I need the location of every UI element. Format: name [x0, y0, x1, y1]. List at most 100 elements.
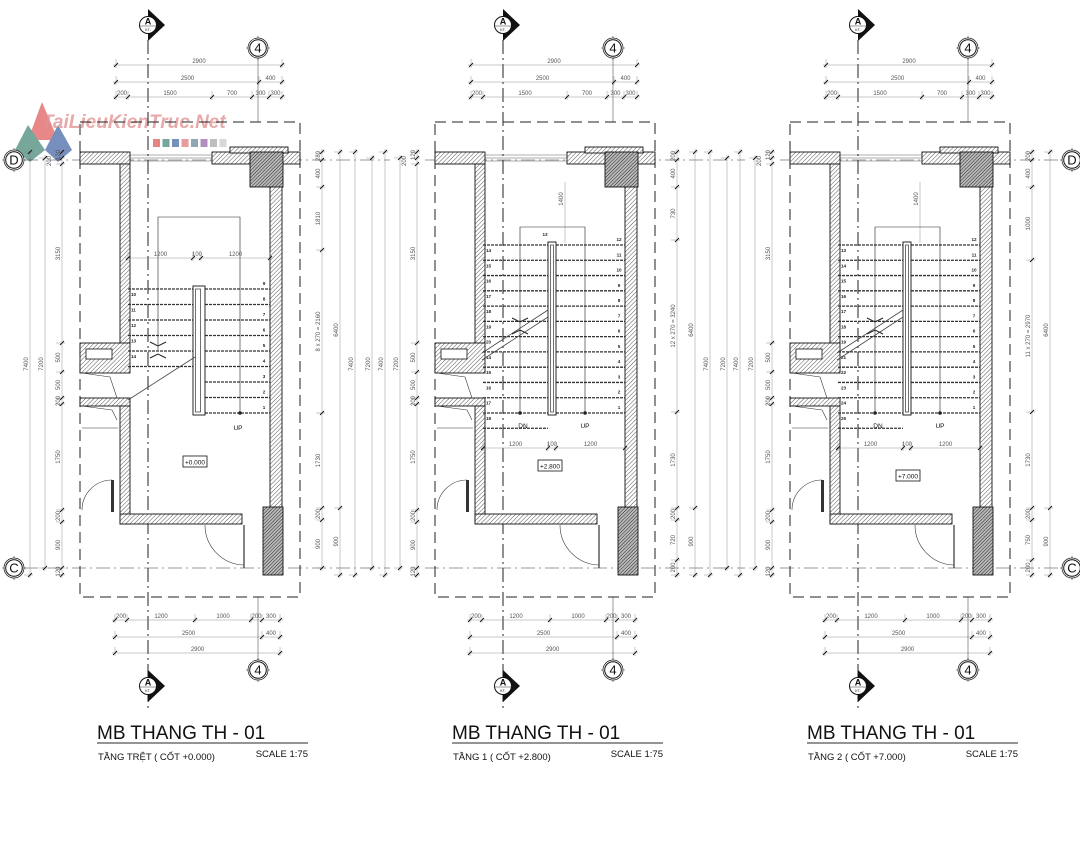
tread-number: 12	[616, 237, 622, 242]
dimension-tick	[59, 401, 65, 407]
logo-color-swatch	[153, 139, 160, 147]
grid-label-a: A	[145, 17, 152, 27]
arrow-label-up: UP	[935, 423, 944, 430]
left-dim-segments-label: 1750	[411, 450, 417, 464]
dimension-tick	[467, 617, 473, 623]
left-dim-outer-label: 7400	[734, 357, 740, 371]
top-dim-row3-label: 300	[980, 91, 991, 97]
dimension-tick	[479, 617, 485, 623]
shaft-opening	[795, 348, 823, 360]
bottom-dim-row1-label: 1200	[509, 614, 523, 620]
dimension-tick	[480, 445, 486, 451]
tread-number: 4	[618, 359, 621, 364]
top-dim-row3-label: 300	[625, 91, 636, 97]
dimension-tick	[1047, 505, 1053, 511]
bottom-dim-row1-label: 200	[251, 614, 262, 620]
left-dim-segments-label: 120	[766, 566, 772, 577]
tread-number: 23	[841, 385, 847, 390]
dimension-tick	[259, 617, 265, 623]
wall-right	[269, 163, 283, 510]
dimension-tick	[414, 519, 420, 525]
right-dim-segments-label: 400	[671, 168, 677, 179]
tread-number: 1	[263, 405, 266, 410]
walk-line-start-dot	[238, 411, 242, 415]
direction-arrow-icon	[149, 341, 167, 359]
column-bottom-right	[262, 506, 284, 576]
landing-dim-label: 100	[547, 442, 558, 448]
grid-bubble-inner	[249, 661, 267, 679]
shaft-wall-lower	[789, 397, 841, 407]
plan-subtitle: TẦNG 1 ( CỐT +2.800)	[453, 751, 551, 763]
tread-number: 9	[973, 283, 976, 288]
right-dim-mid-label: 900	[1044, 536, 1050, 547]
right-dim-segments-label: 1730	[316, 453, 322, 467]
logo-shape-icon	[45, 125, 72, 162]
landing-width-label: 1400	[914, 192, 920, 206]
grid-label-a: A	[145, 678, 152, 688]
grid-bubble-circle	[494, 16, 512, 34]
right-dim-segments-label: 200	[671, 562, 677, 573]
dimension-tick	[198, 255, 204, 261]
top-dim-row2-label: 2500	[891, 76, 905, 82]
tread-number: 6	[973, 329, 976, 334]
arrow-label-dn: DN	[518, 423, 528, 430]
grid-label-a: A	[855, 678, 862, 688]
dimension-tick	[277, 650, 283, 656]
dimension-tick	[969, 634, 975, 640]
dimension-tick	[266, 94, 272, 100]
tread-number: 9	[618, 283, 621, 288]
grid-bubble-circle	[849, 677, 867, 695]
shaft-opening	[85, 348, 113, 360]
tread-number: 1	[973, 405, 976, 410]
dimension-tick	[674, 149, 680, 155]
level-box	[537, 459, 563, 472]
top-dim-row3-label: 1500	[163, 91, 177, 97]
walk-line	[157, 216, 241, 413]
right-dim-segments-label: 200	[671, 508, 677, 519]
dimension-tick	[634, 94, 640, 100]
dimension-tick	[1029, 157, 1035, 163]
plan-subtitle: TẦNG 2 ( CỐT +7.000)	[808, 751, 906, 763]
dimension-tick	[822, 634, 828, 640]
dimension-tick	[958, 617, 964, 623]
dimension-tick	[192, 617, 198, 623]
grid-label-a: A	[500, 17, 507, 27]
dimension-tick	[59, 369, 65, 375]
dimension-tick	[59, 565, 65, 571]
walk-line-end-dot	[518, 411, 522, 415]
dimension-tick	[112, 617, 118, 623]
dimension-tick	[42, 565, 48, 571]
tread-number: 12	[131, 323, 137, 328]
dimension-tick	[414, 369, 420, 375]
walk-line-end-dot	[873, 411, 877, 415]
section-sheet-ref: KT-	[145, 28, 151, 32]
dimension-tick	[966, 79, 972, 85]
dimension-tick	[769, 161, 775, 167]
shaft-wall-lower	[79, 397, 131, 407]
walk-line	[874, 226, 941, 413]
arrow-label-dn: DN	[873, 423, 883, 430]
landing-width-label: 1400	[559, 192, 565, 206]
tread-number: 3	[973, 374, 976, 379]
grid-bubble-4-top: 4	[956, 36, 980, 60]
dimension-tick	[112, 634, 118, 640]
plan-scale: SCALE 1:75	[256, 749, 308, 760]
dimension-tick	[737, 149, 743, 155]
dimension-tick	[125, 94, 131, 100]
grid-bubble-a-bottom: AKT-	[849, 670, 875, 702]
left-dim-segments-label: 120	[411, 566, 417, 577]
dimension-tick	[545, 445, 551, 451]
grid-label: D	[1067, 153, 1076, 168]
grid-bubble-4-bottom: 4	[956, 658, 980, 682]
door-swing-left	[791, 479, 823, 511]
left-dim-mid-label: 7200	[394, 357, 400, 371]
slab-outline	[79, 121, 301, 598]
dimension-tick	[277, 617, 283, 623]
top-dim-row2-label: 400	[975, 76, 986, 82]
left-dim-segments-label: 200	[411, 395, 417, 406]
tread-number: 11	[972, 252, 977, 257]
bottom-dim-row1-label: 200	[826, 614, 837, 620]
dimension-tick	[382, 149, 388, 155]
dimension-tick	[113, 94, 119, 100]
